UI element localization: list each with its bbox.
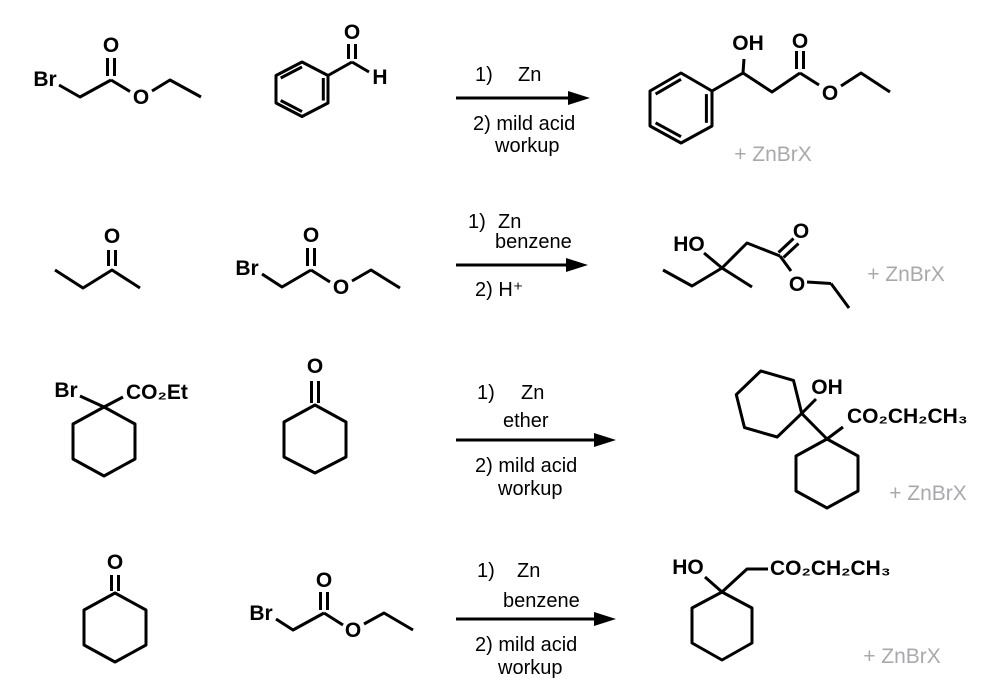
step1-solvent: ether <box>503 410 549 432</box>
reaction-arrow-3: 1) Zn ether 2) mild acid workup <box>456 382 616 500</box>
butanone-structure: O <box>54 225 141 290</box>
reaction-arrow-4: 1) Zn benzene 2) mild acid workup <box>456 560 616 679</box>
ethyl-bromoacetate-structure: Br O O <box>235 224 401 299</box>
cyclohexanone-structure: O <box>82 551 148 664</box>
step1-number: 1) <box>468 211 486 233</box>
ester-oxygen-label: O <box>133 86 149 109</box>
ester-oxygen-label: O <box>345 619 361 642</box>
carbonyl-oxygen-label: O <box>316 569 332 592</box>
byproduct-label: + ZnBrX <box>863 645 941 668</box>
carbonyl-oxygen-label: O <box>303 224 319 247</box>
ketone-oxygen-label: O <box>104 225 120 248</box>
arrowhead <box>566 258 588 272</box>
bromo-cyclohexane-ester-structure: Br CO₂Et <box>54 379 188 478</box>
step2-line2: workup <box>494 135 559 157</box>
step1-solvent: benzene <box>503 590 580 612</box>
reaction-arrow-1: 1) Zn 2) mild acid workup <box>456 64 590 157</box>
arrowhead <box>594 433 616 447</box>
product-hydroxy-ester-structure: HO O O <box>662 220 851 309</box>
byproduct-label: + ZnBrX <box>734 143 812 166</box>
step1-reagent: Zn <box>518 64 541 86</box>
reaction-row-4: O Br O O 1) Zn benzene 2) mild acid work… <box>82 551 941 679</box>
reaction-row-1: Br O O O H 1) Zn 2) mild acid <box>33 21 891 166</box>
product-hydroxy-ester-structure: OH O O <box>648 30 891 145</box>
ester-oxygen-label: O <box>333 276 349 299</box>
arrowhead <box>568 91 590 105</box>
step2-line1: 2) mild acid <box>475 455 577 477</box>
bromine-label: Br <box>235 257 258 280</box>
benzaldehyde-structure: O H <box>274 21 388 118</box>
carbonyl-oxygen-label: O <box>103 34 119 57</box>
byproduct-label: + ZnBrX <box>889 482 967 505</box>
ester-oxygen-label: O <box>822 82 838 105</box>
arrowhead <box>594 612 616 626</box>
aldehyde-oxygen-label: O <box>344 21 360 44</box>
step2-line1: 2) mild acid <box>473 113 575 135</box>
carbonyl-oxygen-label: O <box>793 220 809 243</box>
step1-solvent: benzene <box>495 231 572 253</box>
ester-group-label: CO₂CH₂CH₃ <box>847 405 968 428</box>
product-bicyclohexyl-ester-structure: OH CO₂CH₂CH₃ <box>734 369 968 510</box>
bromine-label: Br <box>54 379 77 402</box>
step1-reagent: Zn <box>498 211 521 233</box>
ethyl-bromoacetate-structure: Br O O <box>33 34 202 109</box>
hydroxyl-label: OH <box>732 32 764 55</box>
step2-line1: 2) mild acid <box>475 634 577 656</box>
reaction-row-2: O Br O O 1) Zn benzene 2) H⁺ HO <box>54 211 945 309</box>
reaction-arrow-2: 1) Zn benzene 2) H⁺ <box>456 211 588 301</box>
bromine-label: Br <box>33 68 56 91</box>
step2-line2: workup <box>497 657 562 679</box>
ketone-oxygen-label: O <box>107 551 123 574</box>
product-hydroxycyclohexyl-ester-structure: HO CO₂CH₂CH₃ <box>672 556 891 662</box>
ester-group-label: CO₂Et <box>126 381 188 404</box>
ester-group-label: CO₂CH₂CH₃ <box>770 557 891 580</box>
aldehyde-hydrogen-label: H <box>372 66 387 89</box>
step1-reagent: Zn <box>521 382 544 404</box>
ketone-oxygen-label: O <box>307 355 323 378</box>
step2: 2) H⁺ <box>475 279 523 301</box>
hydroxyl-label: HO <box>672 556 704 579</box>
hydroxyl-label: OH <box>811 376 843 399</box>
step1-number: 1) <box>477 382 495 404</box>
reaction-row-3: Br CO₂Et O 1) Zn ether 2) mild acid work… <box>54 355 968 510</box>
byproduct-label: + ZnBrX <box>867 263 945 286</box>
step1-number: 1) <box>475 64 493 86</box>
hydroxyl-label: HO <box>673 233 705 256</box>
step2-line2: workup <box>497 478 562 500</box>
bromine-label: Br <box>249 602 272 625</box>
cyclohexanone-structure: O <box>282 355 348 475</box>
ethyl-bromoacetate-structure: Br O O <box>249 569 414 642</box>
carbonyl-oxygen-label: O <box>792 30 808 53</box>
ester-oxygen-label: O <box>789 273 805 296</box>
step1-number: 1) <box>477 560 495 582</box>
step1-reagent: Zn <box>517 560 540 582</box>
